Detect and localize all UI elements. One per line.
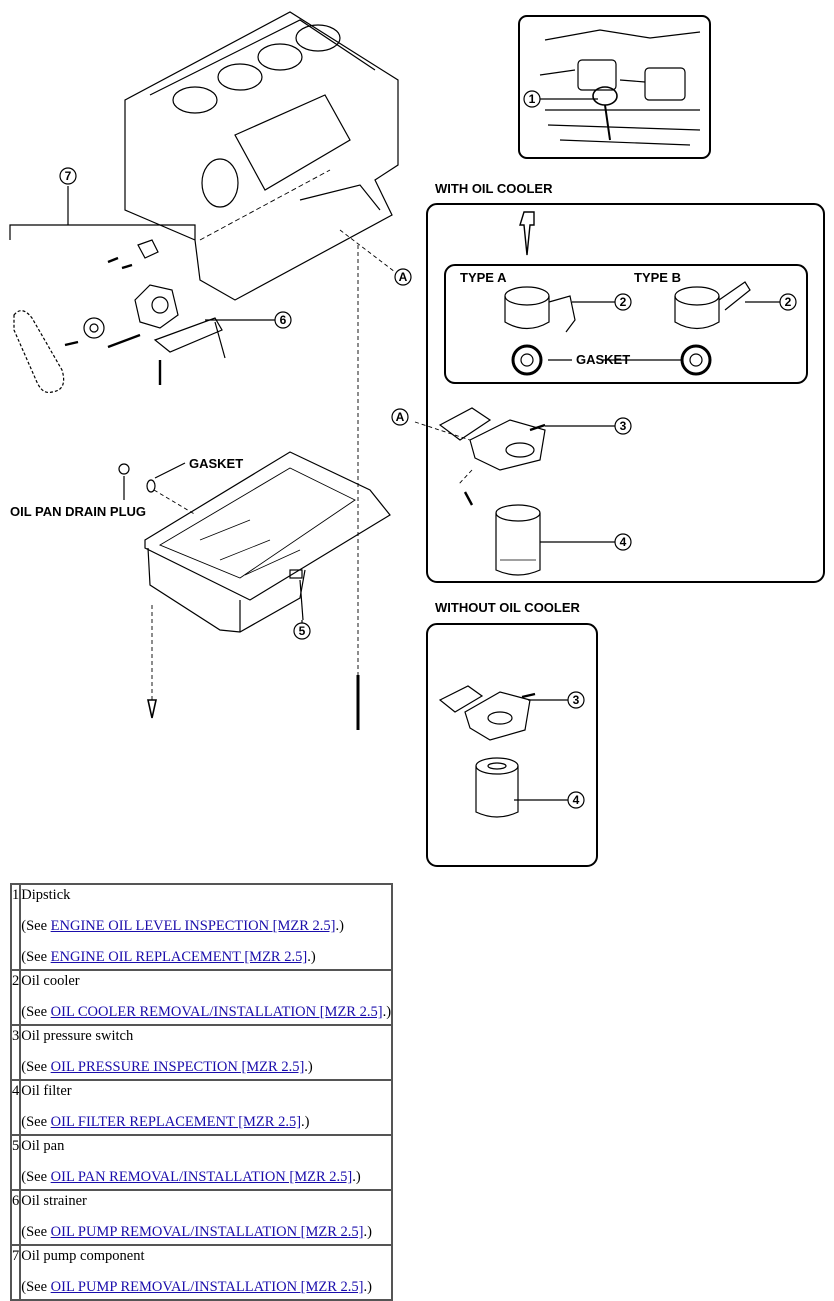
engine-block (124, 11, 399, 301)
reference-link[interactable]: OIL PUMP REMOVAL/INSTALLATION [MZR 2.5] (50, 1279, 364, 1295)
connector-a-bottom: A (396, 410, 405, 424)
legend-reference: (See OIL FILTER REPLACEMENT [MZR 2.5].) (21, 1114, 310, 1130)
legend-row: 3 Oil pressure switch (See OIL PRESSURE … (9, 1024, 394, 1081)
legend-description: Oil filter (See OIL FILTER REPLACEMENT [… (19, 1079, 394, 1136)
connector-a-circle-top (394, 268, 412, 286)
legend-title: Oil strainer (21, 1193, 87, 1209)
type-b-label: TYPE B (634, 270, 681, 285)
legend-title: Oil filter (21, 1083, 72, 1099)
legend-description: Oil pan (See OIL PAN REMOVAL/INSTALLATIO… (19, 1134, 394, 1191)
legend-number: 5 (9, 1134, 22, 1191)
guide-lines (151, 229, 473, 700)
legend-description: Oil pump component (See OIL PUMP REMOVAL… (19, 1244, 394, 1301)
dipstick-inset (518, 15, 711, 159)
callout-2-type-a: 2 (620, 295, 627, 309)
callout-leaders (59, 90, 797, 809)
gasket-label-cooler: GASKET (576, 352, 630, 367)
legend-title: Dipstick (21, 887, 71, 903)
callout-4-without-cooler: 4 (573, 793, 580, 807)
callout-5: 5 (299, 624, 306, 638)
legend-title: Oil pump component (21, 1248, 145, 1264)
callout-6: 6 (280, 313, 287, 327)
without-oil-cooler-frame (426, 623, 598, 867)
connector-a-top: A (399, 270, 408, 284)
legend-title: Oil pressure switch (21, 1028, 134, 1044)
callout-2-type-b: 2 (785, 295, 792, 309)
legend-number: 4 (9, 1079, 22, 1136)
legend-row: 6 Oil strainer (See OIL PUMP REMOVAL/INS… (9, 1189, 394, 1246)
callout-1: 1 (529, 92, 536, 106)
legend-number: 3 (9, 1024, 22, 1081)
callout-4-with-cooler: 4 (620, 535, 627, 549)
legend-row: 2 Oil cooler (See OIL COOLER REMOVAL/INS… (9, 969, 394, 1026)
legend-reference: (See ENGINE OIL LEVEL INSPECTION [MZR 2.… (21, 918, 344, 934)
callout-3-with-cooler: 3 (620, 419, 627, 433)
reference-link[interactable]: ENGINE OIL REPLACEMENT [MZR 2.5] (50, 949, 308, 965)
type-a-label: TYPE A (460, 270, 507, 285)
legend-reference: (See OIL PUMP REMOVAL/INSTALLATION [MZR … (21, 1279, 372, 1295)
reference-link[interactable]: OIL COOLER REMOVAL/INSTALLATION [MZR 2.5… (50, 1004, 383, 1020)
legend-description: Dipstick (See ENGINE OIL LEVEL INSPECTIO… (19, 883, 394, 971)
legend-row: 5 Oil pan (See OIL PAN REMOVAL/INSTALLAT… (9, 1134, 394, 1191)
reference-link[interactable]: OIL PUMP REMOVAL/INSTALLATION [MZR 2.5] (50, 1224, 364, 1240)
legend-number: 7 (9, 1244, 22, 1301)
reference-link[interactable]: OIL PRESSURE INSPECTION [MZR 2.5] (50, 1059, 305, 1075)
oil-pan (118, 451, 391, 730)
with-oil-cooler-frame (426, 203, 825, 583)
legend-description: Oil pressure switch (See OIL PRESSURE IN… (19, 1024, 394, 1081)
legend-title: Oil pan (21, 1138, 65, 1154)
parts-legend-table: 1 Dipstick (See ENGINE OIL LEVEL INSPECT… (9, 883, 394, 1301)
legend-row: 7 Oil pump component (See OIL PUMP REMOV… (9, 1244, 394, 1301)
callout-7: 7 (65, 169, 72, 183)
gasket-label-pan: GASKET (189, 456, 243, 471)
lubrication-system-diagram: WITH OIL COOLER WITHOUT OIL COOLER TYPE … (9, 11, 825, 867)
legend-row: 4 Oil filter (See OIL FILTER REPLACEMENT… (9, 1079, 394, 1136)
oil-pump-component (9, 169, 331, 394)
legend-description: Oil cooler (See OIL COOLER REMOVAL/INSTA… (19, 969, 394, 1026)
legend-number: 1 (9, 883, 22, 971)
legend-row: 1 Dipstick (See ENGINE OIL LEVEL INSPECT… (9, 883, 394, 971)
connector-a-circle-bottom (391, 408, 409, 426)
reference-link[interactable]: ENGINE OIL LEVEL INSPECTION [MZR 2.5] (50, 918, 336, 934)
legend-reference: (See OIL PRESSURE INSPECTION [MZR 2.5].) (21, 1059, 313, 1075)
oil-pan-drain-plug-label: OIL PAN DRAIN PLUG (10, 504, 146, 519)
without-oil-cooler-label: WITHOUT OIL COOLER (435, 600, 581, 615)
legend-number: 6 (9, 1189, 22, 1246)
with-oil-cooler-label: WITH OIL COOLER (435, 181, 553, 196)
reference-link[interactable]: OIL FILTER REPLACEMENT [MZR 2.5] (50, 1114, 302, 1130)
diagram-labels: WITH OIL COOLER WITHOUT OIL COOLER TYPE … (10, 92, 792, 807)
legend-reference: (See ENGINE OIL REPLACEMENT [MZR 2.5].) (21, 949, 316, 965)
legend-number: 2 (9, 969, 22, 1026)
legend-reference: (See OIL PUMP REMOVAL/INSTALLATION [MZR … (21, 1224, 372, 1240)
legend-description: Oil strainer (See OIL PUMP REMOVAL/INSTA… (19, 1189, 394, 1246)
legend-title: Oil cooler (21, 973, 80, 989)
reference-link[interactable]: OIL PAN REMOVAL/INSTALLATION [MZR 2.5] (50, 1169, 353, 1185)
callout-3-without-cooler: 3 (573, 693, 580, 707)
legend-reference: (See OIL PAN REMOVAL/INSTALLATION [MZR 2… (21, 1169, 361, 1185)
legend-reference: (See OIL COOLER REMOVAL/INSTALLATION [MZ… (21, 1004, 392, 1020)
